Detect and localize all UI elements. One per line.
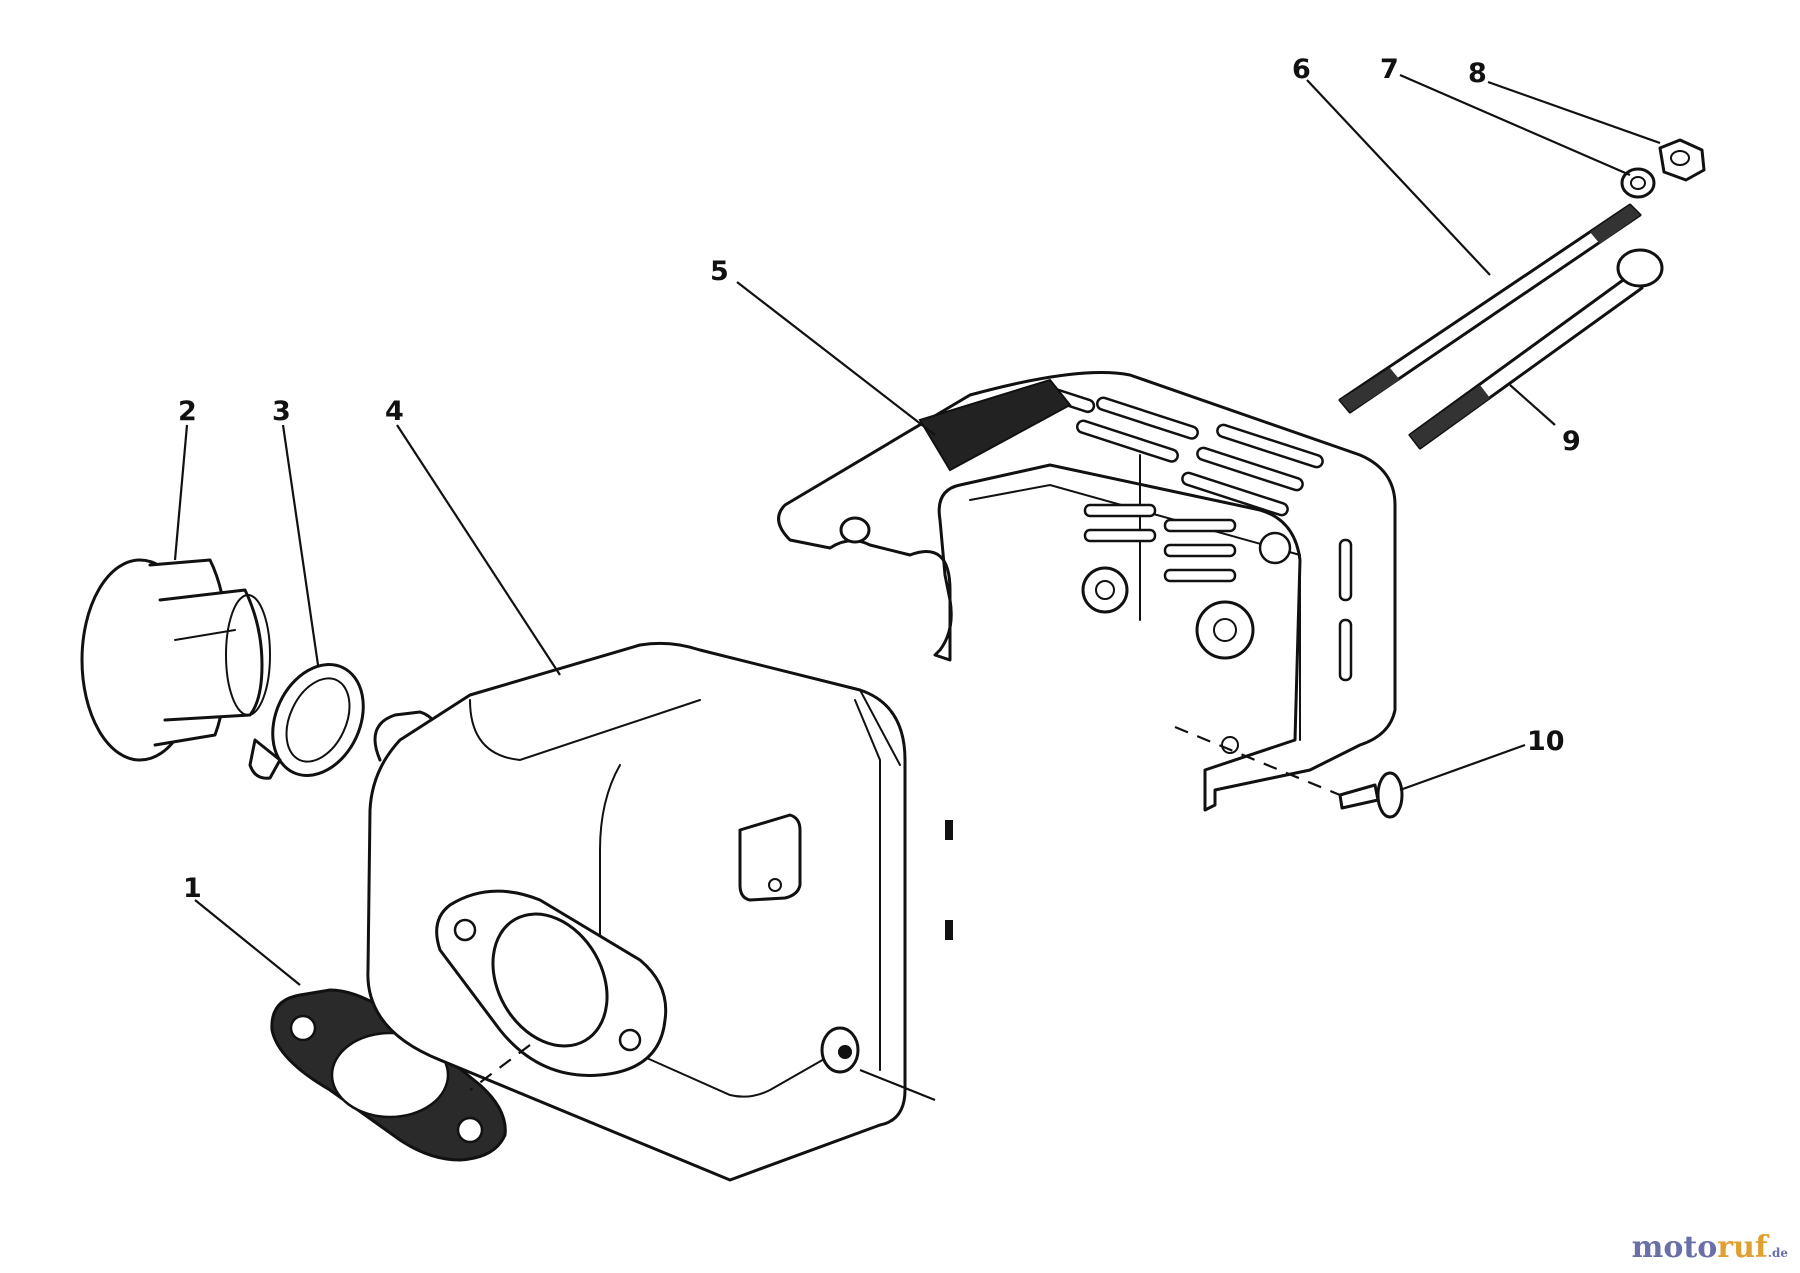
callout-3: 3 bbox=[272, 396, 291, 427]
callout-7: 7 bbox=[1380, 54, 1399, 85]
part-10-screw bbox=[1338, 771, 1404, 819]
callout-2: 2 bbox=[178, 396, 197, 427]
part-2-deflector bbox=[80, 558, 271, 762]
part-6-stud bbox=[1338, 203, 1642, 414]
callout-5: 5 bbox=[710, 256, 729, 287]
part-5-guard bbox=[777, 371, 1397, 812]
callout-9: 9 bbox=[1562, 426, 1581, 457]
watermark-part1: moto bbox=[1631, 1230, 1718, 1265]
part-3-clamp bbox=[248, 663, 365, 780]
watermark-suffix: .de bbox=[1767, 1246, 1788, 1260]
callout-4: 4 bbox=[385, 396, 404, 427]
callout-1: 1 bbox=[183, 873, 202, 904]
callout-labels: 1 2 3 4 5 6 7 8 9 10 bbox=[178, 54, 1581, 904]
part-4-muffler bbox=[366, 641, 953, 1182]
part-9-bolt bbox=[1408, 248, 1664, 450]
part-1-gasket bbox=[270, 988, 507, 1162]
leader-lines bbox=[173, 73, 1661, 1102]
motoruf-watermark: motoruf.de bbox=[1632, 1230, 1788, 1265]
callout-8: 8 bbox=[1468, 58, 1487, 89]
watermark-part2: ruf bbox=[1717, 1230, 1768, 1265]
callout-6: 6 bbox=[1292, 54, 1311, 85]
part-7-lock-washer bbox=[1620, 167, 1656, 199]
callout-10: 10 bbox=[1527, 726, 1565, 757]
part-8-nut bbox=[1658, 138, 1706, 182]
